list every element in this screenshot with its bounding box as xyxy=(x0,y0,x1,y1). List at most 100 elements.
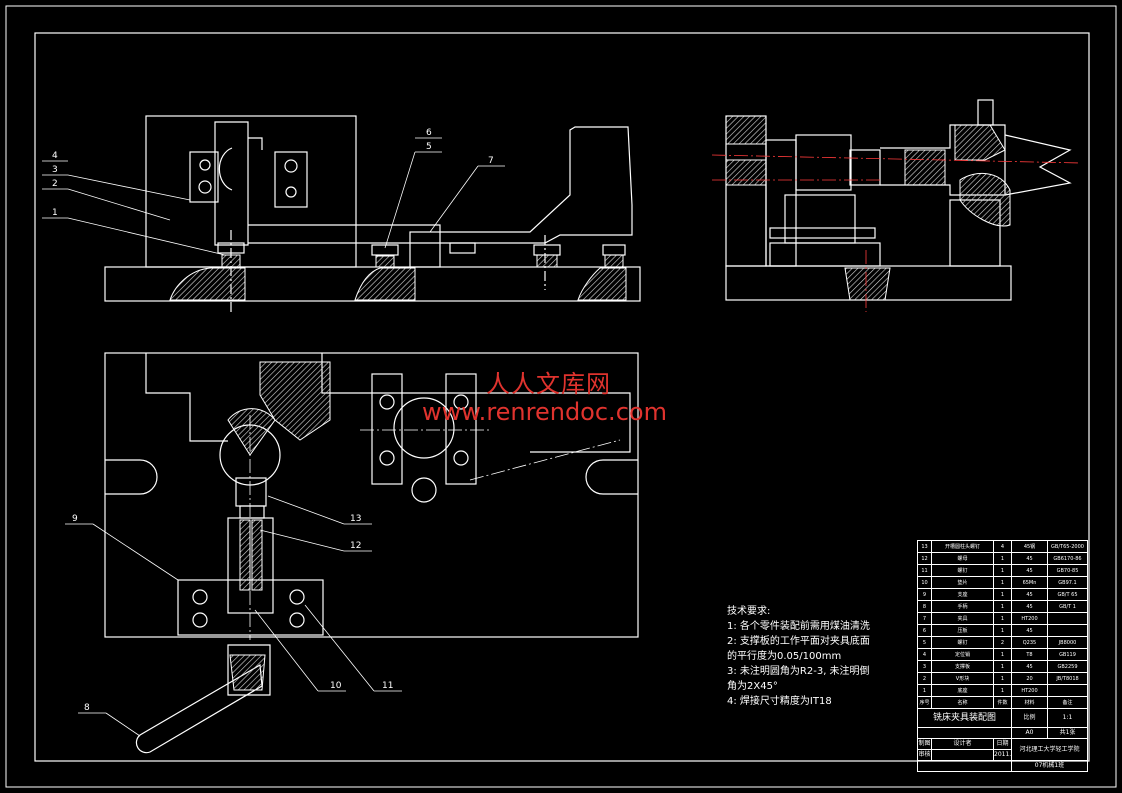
bom-cell: 1 xyxy=(993,588,1012,601)
drawn-label: 制图 xyxy=(917,738,932,750)
bom-cell: 1 xyxy=(993,612,1012,625)
bom-cell: 8 xyxy=(917,600,932,613)
bom-cell: 1 xyxy=(993,672,1012,685)
bom-cell: 垫片 xyxy=(931,576,994,589)
bom-cell: GB/T 65 xyxy=(1047,588,1088,601)
notes-line: 1: 各个零件装配前需用煤油清洗 xyxy=(727,621,870,632)
bom-cell: 65Mn xyxy=(1011,576,1048,589)
notes-line: 角为2X45° xyxy=(727,681,778,692)
title-row: 铣床夹具装配图 比例 1:1 xyxy=(917,708,1088,728)
bom-cell: JB/T8018 xyxy=(1047,672,1088,685)
drawing-size: A0 xyxy=(1011,727,1048,739)
bom-cell: 7 xyxy=(917,612,932,625)
front-view-hatch xyxy=(169,254,627,301)
title-row-5: 07机械1班 xyxy=(917,760,1088,772)
bom-cell: 支撑板 xyxy=(931,660,994,673)
outer-frame xyxy=(5,5,1117,788)
date-value: 2011.1.15 xyxy=(993,749,1012,761)
bom-header-row: 序号 名称 件数 材料 备注 xyxy=(917,696,1088,709)
bom-cell: GB/T65-2000 xyxy=(1047,540,1088,553)
top-view xyxy=(104,352,639,754)
bom-cell: 9 xyxy=(917,588,932,601)
bom-cell: 开槽圆柱头螺钉 xyxy=(931,540,994,553)
designer-label: 设计者 xyxy=(931,738,994,750)
inner-frame xyxy=(34,32,1090,762)
part-label-3: 3 xyxy=(52,165,58,175)
bom-cell: 1 xyxy=(993,684,1012,697)
bom-cell: 45 xyxy=(1011,588,1048,601)
front-view xyxy=(104,115,641,312)
bom-cell: 3 xyxy=(917,660,932,673)
part-label-10: 10 xyxy=(330,681,342,691)
bom-cell: Q235 xyxy=(1011,636,1048,649)
class-name: 07机械1班 xyxy=(1011,760,1088,772)
bom-cell: 1 xyxy=(993,660,1012,673)
top-view-centerline xyxy=(249,415,621,640)
bom-header-cell: 备注 xyxy=(1047,696,1088,709)
date-label: 日期 xyxy=(993,738,1012,750)
bom-cell: 45 xyxy=(1011,552,1048,565)
notes-line: 4: 焊接尺寸精度为IT18 xyxy=(727,696,832,707)
part-label-11: 11 xyxy=(382,681,394,691)
bom-cell: 定位销 xyxy=(931,648,994,661)
drawing-title: 铣床夹具装配图 xyxy=(917,708,1012,728)
school-name: 河北理工大学轻工学院 xyxy=(1011,738,1088,761)
watermark-url[interactable]: www.renrendoc.com xyxy=(422,398,667,426)
bom-cell: 螺母 xyxy=(931,552,994,565)
part-label-2: 2 xyxy=(52,179,58,189)
part-label-8: 8 xyxy=(84,703,90,713)
part-label-9: 9 xyxy=(72,514,78,524)
bom-cell: 手柄 xyxy=(931,600,994,613)
part-label-6: 6 xyxy=(426,128,432,138)
bom-cell: 45钢 xyxy=(1011,540,1048,553)
title-row-4: 审核 2011.1.15 xyxy=(917,749,1088,761)
top-view-hatch xyxy=(227,361,331,691)
bom-cell: 压板 xyxy=(931,624,994,637)
bom-header-cell: 名称 xyxy=(931,696,994,709)
bom-cell: 1 xyxy=(993,600,1012,613)
bom-cell: GB119 xyxy=(1047,648,1088,661)
part-label-12: 12 xyxy=(350,541,362,551)
bom-cell: 1 xyxy=(993,564,1012,577)
bom-cell: JB8000 xyxy=(1047,636,1088,649)
part-label-4: 4 xyxy=(52,151,58,161)
bom-cell: HT200 xyxy=(1011,612,1048,625)
bom-cell: 底座 xyxy=(931,684,994,697)
bom-header-cell: 序号 xyxy=(917,696,932,709)
scale-label: 比例 xyxy=(1011,708,1048,728)
bom-header-cell: 材料 xyxy=(1011,696,1048,709)
bom-cell: T8 xyxy=(1011,648,1048,661)
bom-cell: V形块 xyxy=(931,672,994,685)
bom-cell: 夹具 xyxy=(931,612,994,625)
bom-cell: 螺钉 xyxy=(931,636,994,649)
bom-cell: HT200 xyxy=(1011,684,1048,697)
bom-cell: 45 xyxy=(1011,564,1048,577)
bom-cell: 2 xyxy=(993,636,1012,649)
bom-cell xyxy=(1047,624,1088,637)
part-label-7: 7 xyxy=(488,156,494,166)
bom-cell: 45 xyxy=(1011,660,1048,673)
bom-cell: 1 xyxy=(993,624,1012,637)
sheet-count: 共1张 xyxy=(1047,727,1088,739)
bom-cell: 5 xyxy=(917,636,932,649)
bom-cell xyxy=(1047,612,1088,625)
side-view xyxy=(725,99,1072,301)
bom-cell: 螺钉 xyxy=(931,564,994,577)
bom-cell: 45 xyxy=(1011,600,1048,613)
technical-requirements: 技术要求: 1: 各个零件装配前需用煤油清洗 2: 支撑板的工作平面对夹具底面 … xyxy=(727,604,912,709)
bom-cell: GB2259 xyxy=(1047,660,1088,673)
part-label-13: 13 xyxy=(350,514,362,524)
bom-cell: 45 xyxy=(1011,624,1048,637)
bom-cell: 12 xyxy=(917,552,932,565)
